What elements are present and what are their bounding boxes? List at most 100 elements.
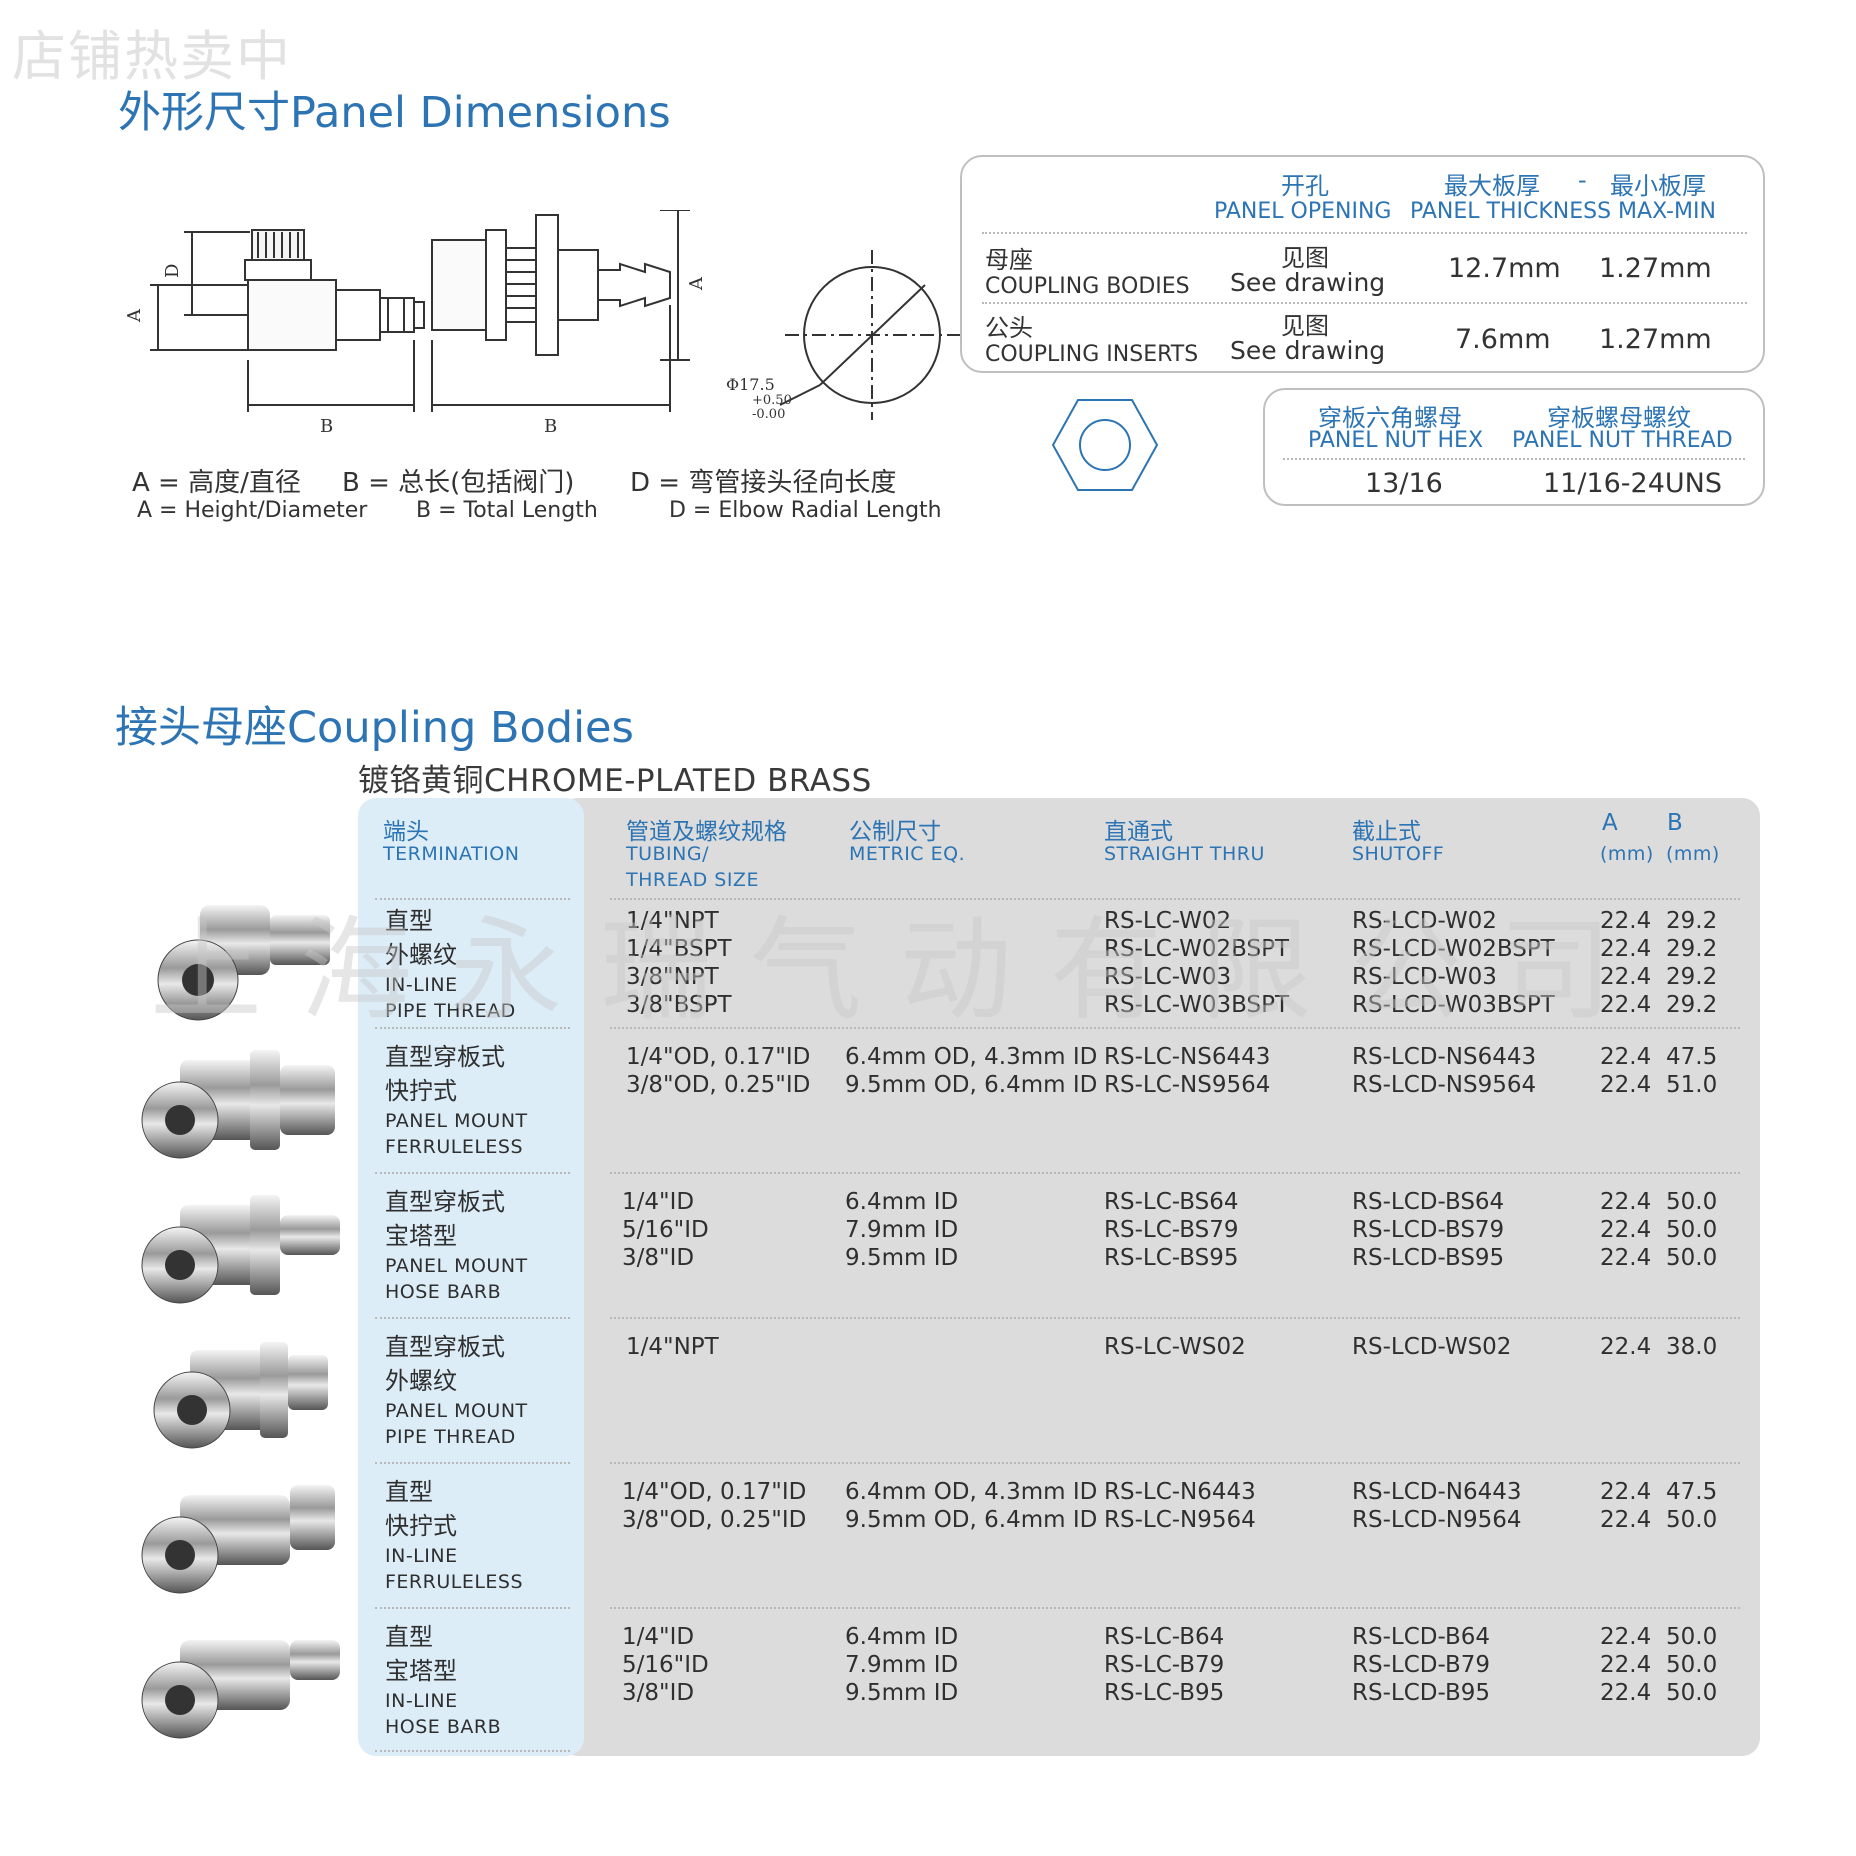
legend-a-cn: A = 高度/直径 (132, 468, 301, 498)
row-6-straight: RS-LC-B64 RS-LC-B79 RS-LC-B95 (1104, 1624, 1225, 1706)
row-4-termination: 直型穿板式 外螺纹 PANEL MOUNT PIPE THREAD (385, 1333, 528, 1448)
nut-header-thread-cn: 穿板螺母螺纹 (1547, 404, 1691, 432)
elbow-fitting-drawing (244, 229, 425, 351)
drawing-label-b-elbow: B (320, 416, 333, 437)
spec-row2-opening-cn: 见图 (1281, 312, 1329, 340)
row-5-b: 47.5 50.0 (1666, 1479, 1718, 1533)
row-4-a: 22.4 (1600, 1334, 1652, 1360)
row-5-shutoff: RS-LCD-N6443 RS-LCD-N9564 (1352, 1479, 1522, 1533)
spec-header-min-cn: 最小板厚 (1610, 172, 1706, 200)
row-5-tubing: 1/4"OD, 0.17"ID 3/8"OD, 0.25"ID (622, 1479, 807, 1533)
row-divider-5 (610, 1607, 1740, 1609)
legend-b-cn: B = 总长(包括阀门) (342, 468, 575, 498)
row-6-b: 50.0 50.0 50.0 (1666, 1624, 1718, 1706)
dimension-drawings: A D B B A Φ17.5 +0.50 -0.00 (124, 210, 960, 437)
drawing-label-b-bulkhead: B (544, 416, 557, 437)
spec-row1-max: 12.7mm (1448, 253, 1561, 284)
legend-b-en: B = Total Length (416, 498, 598, 523)
header-b-unit: (mm) (1666, 843, 1720, 865)
legend-d-en: D = Elbow Radial Length (669, 498, 942, 523)
row-divider-2 (610, 1172, 1740, 1174)
header-termination-cn: 端头 (383, 819, 429, 845)
spec-row1-name-en: COUPLING BODIES (985, 274, 1190, 299)
row-divider-term-5 (375, 1607, 570, 1609)
nut-thread-value: 11/16-24UNS (1543, 468, 1723, 499)
spec-header-max-cn: 最大板厚 (1444, 172, 1540, 200)
product-images (141, 905, 340, 1739)
row-5-a: 22.4 22.4 (1600, 1479, 1652, 1533)
row-2-metric: 6.4mm OD, 4.3mm ID 9.5mm OD, 6.4mm ID (845, 1044, 1098, 1098)
header-metric-cn: 公制尺寸 (849, 819, 941, 845)
header-straight-en: STRAIGHT THRU (1104, 843, 1265, 865)
row-3-a: 22.4 22.4 22.4 (1600, 1189, 1652, 1271)
row-1-shutoff: RS-LCD-W02 RS-LCD-W02BSPT RS-LCD-W03 RS-… (1352, 908, 1555, 1018)
nut-hex-value: 13/16 (1365, 468, 1443, 499)
spec-row1-opening-cn: 见图 (1281, 244, 1329, 272)
watermark-company: 上海永瑞气动有限公司 (150, 906, 1650, 1036)
spec-row2-name-en: COUPLING INSERTS (985, 342, 1199, 367)
row-3-termination: 直型穿板式 宝塔型 PANEL MOUNT HOSE BARB (385, 1188, 528, 1303)
spec-header-dash: - (1578, 166, 1587, 194)
product-image-inline-ferruleless (141, 1485, 335, 1594)
row-5-straight: RS-LC-N6443 RS-LC-N9564 (1104, 1479, 1256, 1533)
spec-row2-max: 7.6mm (1455, 324, 1551, 355)
row-1-b: 29.2 29.2 29.2 29.2 (1666, 908, 1718, 1018)
nut-header-thread-en: PANEL NUT THREAD (1512, 428, 1733, 453)
row-divider-4 (610, 1462, 1740, 1464)
row-3-tubing: 1/4"ID 5/16"ID 3/8"ID (622, 1189, 709, 1271)
row-6-a: 22.4 22.4 22.4 (1600, 1624, 1652, 1706)
row-1-straight: RS-LC-W02 RS-LC-W02BSPT RS-LC-W03 RS-LC-… (1104, 908, 1290, 1018)
panel-dimensions-title: 外形尺寸Panel Dimensions (118, 88, 671, 138)
nut-header-hex-cn: 穿板六角螺母 (1318, 404, 1462, 432)
header-metric-en: METRIC EQ. (849, 843, 966, 865)
spec-row1-opening-en: See drawing (1230, 268, 1386, 297)
row-3-straight: RS-LC-BS64 RS-LC-BS79 RS-LC-BS95 (1104, 1189, 1239, 1271)
row-3-shutoff: RS-LCD-BS64 RS-LCD-BS79 RS-LCD-BS95 (1352, 1189, 1505, 1271)
header-tubing-en1: TUBING/ (626, 843, 709, 865)
drawing-label-a-elbow: A (124, 308, 145, 323)
row-1-a: 22.4 22.4 22.4 22.4 (1600, 908, 1652, 1018)
row-5-termination: 直型 快拧式 IN-LINE FERRULELESS (385, 1478, 524, 1593)
watermark-shop: 店铺热卖中 (12, 25, 292, 88)
product-image-panel-hose-barb (141, 1195, 340, 1304)
row-4-b: 38.0 (1666, 1334, 1718, 1360)
row-1-tubing: 1/4"NPT 1/4"BSPT 3/8"NPT 3/8"BSPT (626, 908, 732, 1018)
product-image-inline-hose-barb (141, 1640, 340, 1739)
row-divider-term-1 (375, 1027, 570, 1029)
legend-a-en: A = Height/Diameter (137, 498, 368, 523)
row-divider-0 (610, 898, 1740, 900)
row-1-termination: 直型 外螺纹 IN-LINE PIPE THREAD (385, 907, 516, 1022)
product-image-panel-ferruleless (141, 1050, 335, 1159)
row-2-b: 47.5 51.0 (1666, 1044, 1718, 1098)
drawing-label-tol-minus: -0.00 (752, 407, 785, 422)
row-divider-1 (610, 1027, 1740, 1029)
row-6-termination: 直型 宝塔型 IN-LINE HOSE BARB (385, 1623, 502, 1738)
nut-divider (1283, 458, 1745, 460)
nut-header-hex-en: PANEL NUT HEX (1308, 428, 1484, 453)
row-divider-term-3 (375, 1317, 570, 1319)
row-divider-term-0 (375, 898, 570, 900)
header-tubing-en2: THREAD SIZE (626, 869, 759, 891)
row-4-straight: RS-LC-WS02 (1104, 1334, 1246, 1360)
header-b: B (1667, 810, 1683, 836)
row-2-tubing: 1/4"OD, 0.17"ID 3/8"OD, 0.25"ID (626, 1044, 811, 1098)
row-3-metric: 6.4mm ID 7.9mm ID 9.5mm ID (845, 1189, 959, 1271)
row-4-tubing: 1/4"NPT (626, 1334, 719, 1360)
coupling-bodies-title: 接头母座Coupling Bodies (115, 703, 634, 753)
spec-header-opening-en: PANEL OPENING (1214, 199, 1392, 224)
header-a: A (1602, 810, 1618, 836)
legend-d-cn: D = 弯管接头径向长度 (630, 468, 897, 498)
spec-divider-1 (982, 232, 1747, 234)
data-table-background (560, 798, 1760, 1756)
drawing-label-d: D (162, 264, 183, 278)
row-divider-term-4 (375, 1462, 570, 1464)
header-a-unit: (mm) (1600, 843, 1654, 865)
row-2-termination: 直型穿板式 快拧式 PANEL MOUNT FERRULELESS (385, 1043, 528, 1158)
header-tubing-cn: 管道及螺纹规格 (626, 819, 787, 845)
row-2-shutoff: RS-LCD-NS6443 RS-LCD-NS9564 (1352, 1044, 1537, 1098)
termination-column-background (358, 798, 584, 1756)
row-5-metric: 6.4mm OD, 4.3mm ID 9.5mm OD, 6.4mm ID (845, 1479, 1098, 1533)
header-straight-cn: 直通式 (1104, 819, 1173, 845)
spec-row1-name-cn: 母座 (985, 246, 1033, 274)
header-shutoff-en: SHUTOFF (1352, 843, 1445, 865)
